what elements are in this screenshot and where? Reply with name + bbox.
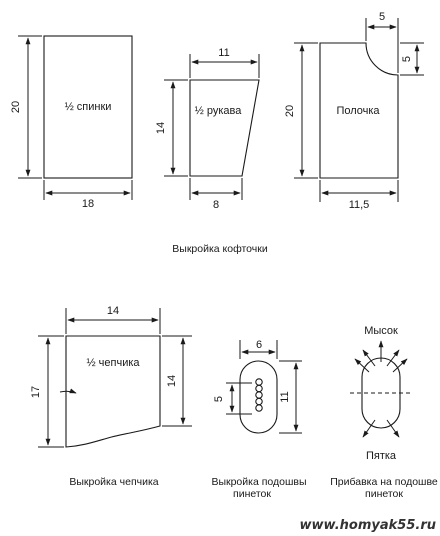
sole-caption-line2: пинеток: [233, 488, 271, 500]
heel-arrow-right: [386, 419, 400, 438]
sole-pattern: 6 11 5: [213, 339, 302, 434]
sole-height-value: 11: [279, 391, 291, 402]
front-neck-width-value: 5: [379, 11, 385, 23]
sole-width-value: 6: [256, 339, 262, 351]
increase-pattern: Мысок Пятка: [350, 325, 412, 462]
cap-direction-arrow: [59, 388, 77, 394]
front-neck-height-value: 5: [401, 56, 413, 62]
front-pattern: 5 5 20 11,5 Полочка: [284, 11, 424, 211]
sleeve-label: ½ рукава: [195, 105, 243, 117]
front-height-value: 20: [284, 105, 296, 117]
front-width-value: 11,5: [349, 199, 370, 211]
increase-caption-line2: пинеток: [365, 488, 403, 500]
toe-arrow-far-right: [392, 358, 408, 373]
sole-inner-value: 5: [213, 396, 225, 402]
back-height-value: 20: [10, 101, 22, 113]
heel-label: Пятка: [366, 450, 397, 462]
sleeve-bottom-value: 8: [213, 199, 219, 211]
sleeve-top-value: 11: [218, 47, 229, 59]
cap-pattern: 14 17 14 ½ чепчика: [30, 305, 192, 448]
toe-label: Мысок: [364, 325, 398, 337]
back-pattern: 20 18 ½ спинки: [10, 35, 133, 210]
sleeve-height-value: 14: [155, 122, 167, 134]
back-width-value: 18: [82, 198, 94, 210]
watermark: www.homyak55.ru: [300, 518, 436, 533]
heel-arrow-left: [362, 419, 376, 438]
sole-stitch-column: [255, 378, 263, 412]
cap-label: ½ чепчика: [86, 357, 140, 369]
cap-caption: Выкройка чепчика: [69, 476, 158, 488]
sleeve-piece: [189, 79, 260, 177]
toe-arrow-left: [362, 349, 376, 367]
sleeve-pattern: 11 14 8 ½ рукава: [155, 47, 260, 211]
toe-arrow-far-left: [354, 358, 370, 373]
cap-right-height-value: 14: [166, 375, 178, 387]
cap-left-height-value: 17: [30, 386, 42, 398]
back-piece: [43, 35, 133, 179]
front-piece: [319, 42, 399, 179]
back-label: ½ спинки: [65, 101, 112, 113]
toe-arrow-right: [386, 349, 400, 367]
sole-caption-line1: Выкройка подошвы: [211, 476, 306, 488]
jacket-caption: Выкройка кофточки: [172, 243, 268, 255]
front-label: Полочка: [336, 105, 380, 117]
increase-caption-line1: Прибавка на подошве: [330, 476, 438, 488]
cap-width-value: 14: [107, 305, 119, 317]
cap-piece: [65, 335, 161, 448]
